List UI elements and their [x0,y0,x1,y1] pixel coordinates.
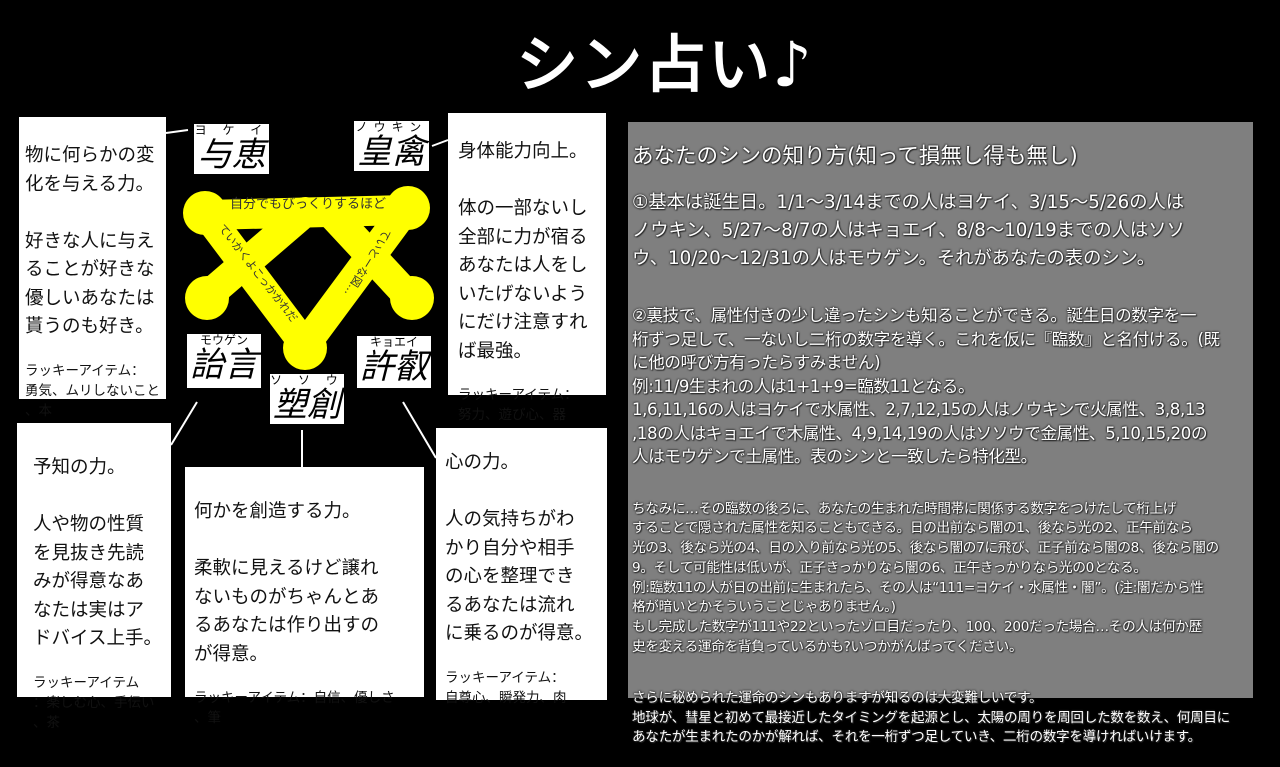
panel-heading: あなたのシンの知り方(知って損無し得も無し) [632,144,1078,169]
node-noukin [386,186,430,230]
ruby: キョエイ [369,335,418,349]
description: 身体能力向上。 体の一部ないし 全部に力が宿る あなたは人をし いたげないよう … [458,141,588,362]
description: 物に何らかの変 化を与える力。 好きな人に与え ることが好きな 優しいあなたは … [25,145,155,337]
panel-paragraph-time: ちなみに…その臨数の後ろに、あなたの生まれた時間帯に関係する数字をつけたして桁上… [632,500,1219,656]
description: 予知の力。 人や物の性質 を見抜き先読 みが得意なあ なたは実はア ドバイス上手… [33,457,162,649]
shin-diagram: 自分でもびっくりするほど ていかくよこっかかれだ ていとーな図… [165,129,449,467]
node-mougen [185,276,229,320]
pointer-mougen [170,401,198,446]
lucky-items: ラッキーアイテム： 自尊心、瞬発力、肉 [445,669,567,706]
node-sosou [283,326,327,370]
kanji: 許叡 [360,347,428,387]
label-yokei: ヨ ケ イ 与恵 [194,124,269,174]
pointer-yokei [165,129,189,134]
lucky-items: ラッキーアイテム： 努力、遊び心、器 [458,387,578,423]
ruby: モウゲン [199,333,248,347]
lucky-items: ラッキーアイテム ：楽しむ心、手伝い 、茶 [33,674,155,731]
label-mougen: モウゲン 詒言 [187,334,261,388]
panel-paragraph-attribute: ②裏技で、属性付きの少し違ったシンも知ることができる。誕生日の数字を一 桁ずつ足… [632,306,1220,466]
how-to-panel: あなたのシンの知り方(知って損無し得も無し) ①基本は誕生日。1/1〜3/14ま… [628,122,1253,745]
page-title: シン占い♪ [516,28,814,101]
desc-box-noukin: 身体能力向上。 体の一部ないし 全部に力が宿る あなたは人をし いたげないよう … [448,113,606,423]
panel-paragraph-secret: さらに秘められた運命のシンもありますが知るのは大変難しいです。 地球が、彗星と初… [632,689,1230,746]
panel-paragraph-basic: ①基本は誕生日。1/1〜3/14までの人はヨケイ、3/15〜5/26の人は ノウ… [632,192,1185,269]
ruby: ノウキン [355,120,428,134]
pointer-noukin [431,139,449,147]
diagram-top-text: 自分でもびっくりするほど [230,197,386,212]
label-noukin: ノウキン 皇禽 [354,121,429,171]
lucky-items: ラッキーアイテム：自信、優しさ 、筆 [194,690,395,726]
ruby: ヨ ケ イ [194,123,269,137]
node-yokei [183,191,227,235]
description: 心の力。 人の気持ちがわ かり自分や相手 の心を整理でき るあなたは流れ に乗る… [445,452,594,644]
pointer-kyoei [402,401,437,459]
kanji: 詒言 [190,345,258,385]
label-sosou: ソ ソ ウ 塑創 [270,374,344,424]
label-kyoei: キョエイ 許叡 [357,336,431,388]
kanji: 塑創 [273,385,341,425]
diagram-line-tr-bottom [290,195,420,360]
desc-box-mougen: 予知の力。 人や物の性質 を見抜き先読 みが得意なあ なたは実はア ドバイス上手… [17,423,171,731]
node-kyoei [390,276,434,320]
description: 何かを創造する力。 柔軟に見えるけど譲れ ないものがちゃんとあ るあなたは作り出… [194,501,380,665]
desc-box-yokei: 物に何らかの変 化を与える力。 好きな人に与え ることが好きな 優しいあなたは … [19,117,166,419]
desc-box-kyoei: 心の力。 人の気持ちがわ かり自分や相手 の心を整理でき るあなたは流れ に乗る… [436,428,607,706]
ruby: ソ ソ ウ [270,373,344,387]
kanji: 皇禽 [357,132,426,172]
lucky-items: ラッキーアイテム： 勇気、ムリしないこと 、本 [25,362,160,419]
desc-box-sosou: 何かを創造する力。 柔軟に見えるけど譲れ ないものがちゃんとあ るあなたは作り出… [185,467,424,726]
kanji: 与恵 [197,135,266,175]
diagram-line-tl-bottom [192,200,320,360]
